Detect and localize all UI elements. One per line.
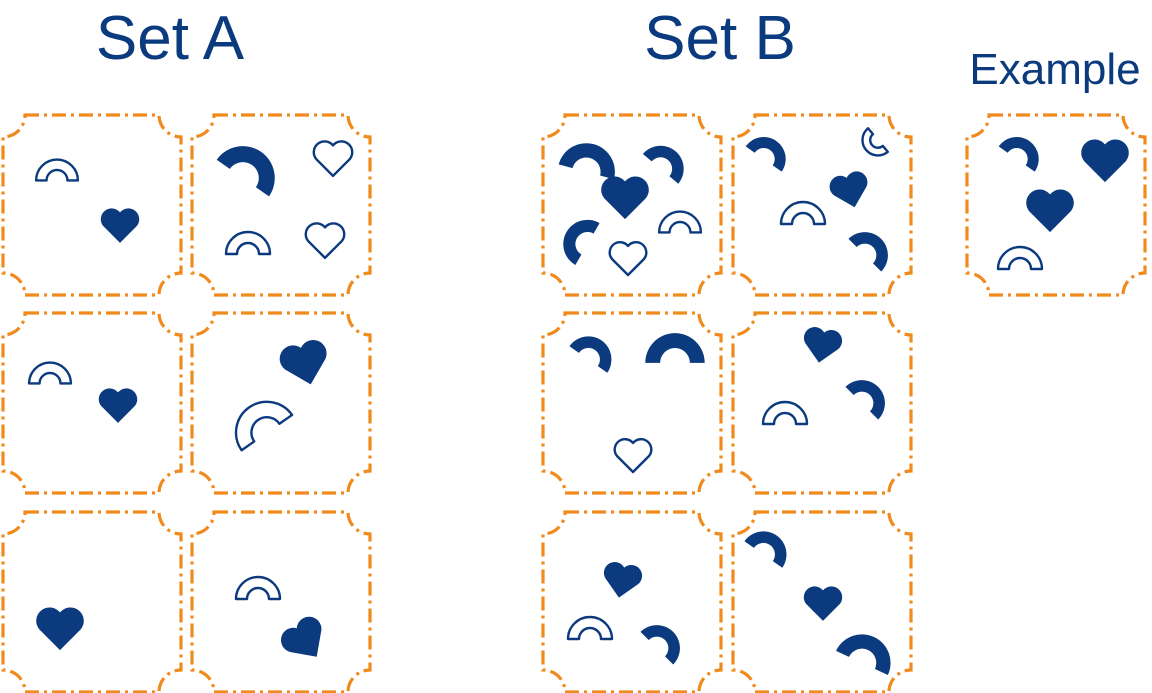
set-b-panel-11 <box>541 510 723 693</box>
panel-frame <box>541 311 723 495</box>
outline-heart-icon <box>613 438 653 474</box>
set-a-panel-2 <box>190 113 372 297</box>
filled-rainbow-icon <box>558 143 615 180</box>
filled-heart-icon <box>803 586 843 621</box>
filled-heart-icon <box>100 208 140 243</box>
panel-frame <box>731 311 913 495</box>
example-panel-13 <box>965 113 1147 297</box>
filled-heart-icon <box>1026 189 1074 233</box>
outline-rainbow-icon <box>657 210 703 234</box>
outline-rainbow-icon <box>779 200 827 226</box>
filled-rainbow-icon <box>745 137 786 172</box>
set-a-title: Set A <box>95 4 245 73</box>
filled-rainbow-icon <box>642 145 684 184</box>
filled-heart-icon <box>280 616 322 657</box>
filled-rainbow-icon <box>216 146 275 197</box>
filled-rainbow-icon <box>640 625 680 665</box>
example-title: Example <box>969 45 1141 94</box>
panel-frame <box>1 510 183 693</box>
set-a-panel-3 <box>1 311 183 495</box>
panel-frame <box>190 311 372 495</box>
outline-rainbow-icon <box>996 245 1044 271</box>
outline-rainbow-icon <box>34 158 80 182</box>
outline-rainbow-icon <box>761 400 809 426</box>
set-b-panel-8 <box>731 113 913 297</box>
panel-frame <box>1 311 183 495</box>
filled-rainbow-icon <box>645 333 705 363</box>
set-a-panel-4 <box>190 311 372 495</box>
panel-frame <box>1 113 183 297</box>
panel-frame <box>541 510 723 693</box>
filled-heart-icon <box>829 171 868 208</box>
outline-heart-icon <box>312 140 354 178</box>
filled-rainbow-icon <box>848 232 888 272</box>
filled-rainbow-icon <box>744 531 787 568</box>
outline-heart-icon <box>608 241 648 277</box>
filled-heart-icon <box>279 340 327 385</box>
filled-heart-icon <box>36 607 84 651</box>
outline-rainbow-icon <box>861 127 889 157</box>
set-a-panel-5 <box>1 510 183 693</box>
outline-rainbow-icon <box>234 400 294 452</box>
filled-rainbow-icon <box>563 219 600 266</box>
set-b-panel-9 <box>541 311 723 495</box>
outline-rainbow-icon <box>27 361 73 385</box>
filled-heart-icon <box>803 327 843 363</box>
filled-rainbow-icon <box>845 380 885 420</box>
outline-rainbow-icon <box>234 575 282 601</box>
panel-frame <box>541 113 723 297</box>
set-a-panel-1 <box>1 113 183 297</box>
filled-heart-icon <box>603 562 643 598</box>
set-a-panel-6 <box>190 510 372 693</box>
filled-heart-icon <box>601 176 649 220</box>
panel-frame <box>190 113 372 297</box>
outline-rainbow-icon <box>566 615 614 641</box>
panel-frame <box>190 510 372 693</box>
filled-rainbow-icon <box>836 634 891 676</box>
set-b-panel-12 <box>731 510 913 693</box>
filled-rainbow-icon <box>998 137 1039 172</box>
filled-heart-icon <box>98 388 138 423</box>
panel-frame <box>731 113 913 297</box>
set-b-panel-10 <box>731 311 913 495</box>
filled-heart-icon <box>1081 139 1129 183</box>
set-b-title: Set B <box>644 4 796 73</box>
set-b-panel-7 <box>541 113 723 297</box>
outline-rainbow-icon <box>224 230 272 256</box>
filled-rainbow-icon <box>569 336 612 373</box>
panel-frame <box>965 113 1147 297</box>
outline-heart-icon <box>304 222 346 260</box>
panel-frame <box>731 510 913 693</box>
